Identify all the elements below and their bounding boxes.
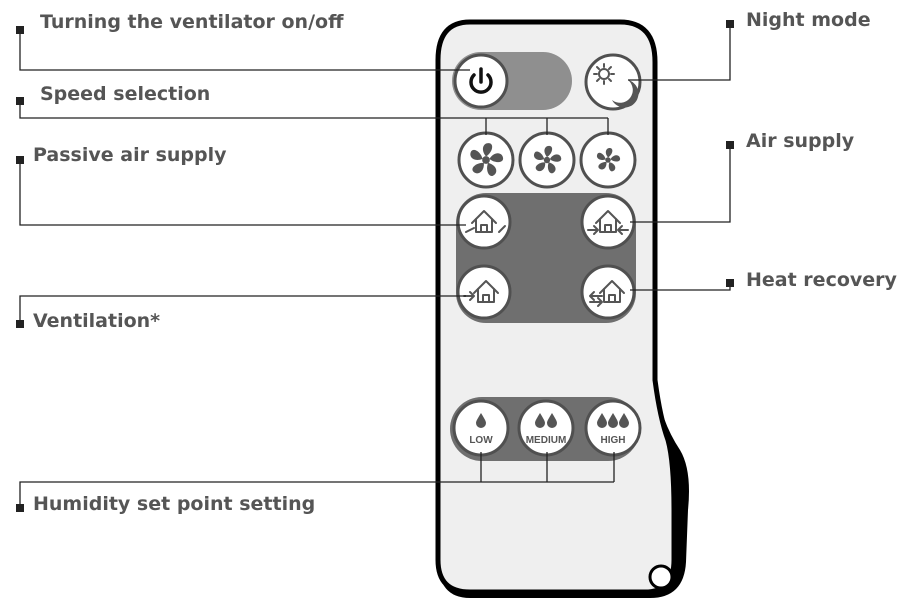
callout-humidity: Humidity set point setting <box>33 493 315 515</box>
ventilation-button[interactable] <box>456 264 512 320</box>
humidity-medium-button[interactable]: MEDIUM <box>517 399 575 457</box>
callout-air-supply: Air supply <box>746 130 855 152</box>
passive-air-supply-button[interactable] <box>456 194 512 250</box>
humidity-high-button[interactable]: HIGH <box>584 399 642 457</box>
humidity-low-button[interactable]: LOW <box>452 399 510 457</box>
leader-lines <box>19 24 731 508</box>
callout-ventilation: Ventilation* <box>33 310 160 332</box>
air-supply-button[interactable] <box>580 194 636 250</box>
power-icon <box>469 67 493 94</box>
remote-corner-hole <box>648 564 674 590</box>
callout-speed: Speed selection <box>40 83 210 105</box>
callout-passive: Passive air supply <box>33 144 227 166</box>
power-button[interactable] <box>453 53 509 109</box>
speed-button-medium[interactable] <box>518 131 576 189</box>
night-mode-button[interactable] <box>584 53 642 111</box>
callout-heat-recovery: Heat recovery <box>746 269 898 291</box>
callout-night: Night mode <box>746 9 871 31</box>
sun-moon-icon <box>593 63 639 108</box>
droplet-icon <box>597 413 629 428</box>
house-arrows-icon <box>587 210 629 235</box>
speed-button-low[interactable] <box>579 131 637 189</box>
callout-on-off: Turning the ventilator on/off <box>40 11 344 33</box>
speed-button-high[interactable] <box>457 131 515 189</box>
house-arrows-icon <box>465 210 506 233</box>
house-arrows-icon <box>589 280 625 307</box>
callout-bullets <box>16 20 734 512</box>
humidity-low-label: LOW <box>469 435 493 446</box>
humidity-medium-label: MEDIUM <box>526 435 567 446</box>
heat-recovery-button[interactable] <box>580 264 636 320</box>
humidity-high-label: HIGH <box>601 435 626 446</box>
